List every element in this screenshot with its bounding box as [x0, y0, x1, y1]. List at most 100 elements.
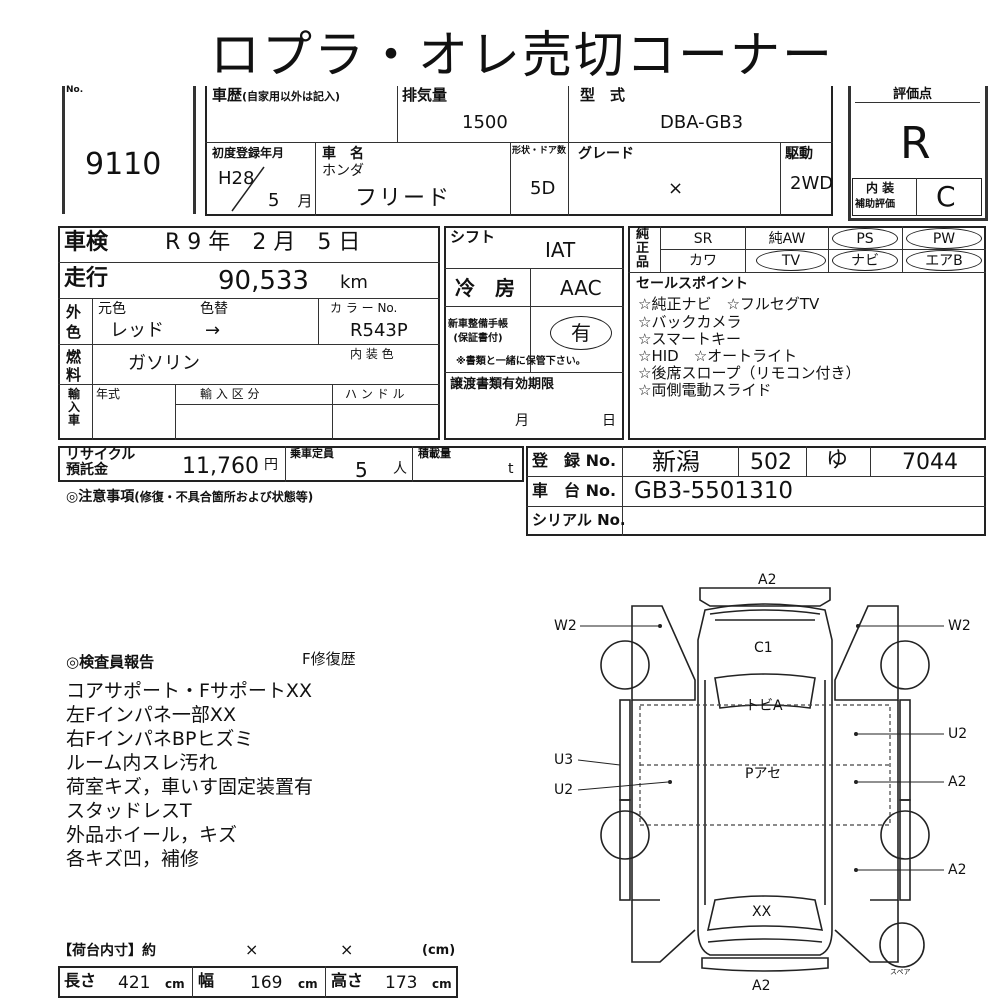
caution-label: ◎注意事項(修復・不具合箇所および状態等)	[66, 489, 314, 505]
first-reg-year: H28	[218, 168, 255, 189]
diagram-spare: スペア	[890, 968, 911, 976]
capacity-value: 5	[355, 458, 368, 482]
car-name-label: 車 名	[322, 146, 364, 162]
equipment-navi: ナビ	[832, 250, 898, 271]
import-type-label: 輸 入 区 分	[200, 387, 260, 401]
first-reg-month: 5 月	[268, 190, 313, 211]
diagram-left-u3: U3	[554, 752, 573, 768]
inspector-line: 荷室キズ，車いす固定装置有	[66, 776, 314, 798]
cargo-length: 421	[118, 973, 151, 993]
shape-label: 形状・ドア数	[512, 146, 567, 156]
fuel-label: 燃料	[66, 348, 82, 384]
diagram-rear: A2	[752, 978, 770, 994]
serial-label: シリアル No.	[532, 511, 626, 529]
cargo-width-unit: cm	[298, 977, 318, 991]
rating-label: 評価点	[893, 87, 933, 102]
registration-class: 502	[750, 450, 792, 475]
transfer-month-unit: 月	[515, 413, 529, 429]
rating-value: R	[900, 118, 931, 169]
mileage-value: 90,533	[218, 266, 309, 296]
history-label: 車歴(自家用以外は記入)	[212, 86, 341, 104]
car-maker: ホンダ	[322, 163, 364, 179]
registration-kana: ゆ	[826, 448, 849, 473]
equipment-label: 純正品	[636, 227, 650, 270]
color-label: 外色	[66, 303, 82, 341]
inspection-label: 車検	[64, 230, 109, 255]
car-name: フリード	[355, 186, 452, 211]
cargo-length-label: 長さ	[64, 971, 97, 990]
sales-point-line: ☆純正ナビ ☆フルセグTV	[638, 295, 820, 313]
stock-number: 9110	[85, 147, 162, 182]
sales-point-line: ☆HID ☆オートライト	[638, 347, 798, 365]
transfer-label: 譲渡書類有効期限	[450, 377, 555, 392]
first-reg-slash	[231, 166, 265, 212]
load-unit: t	[508, 461, 514, 477]
color-orig: レッド	[110, 320, 164, 341]
cargo-height-label: 高さ	[331, 971, 364, 990]
grade-label: グレード	[578, 146, 634, 162]
interior-rating-label: 内 装	[866, 181, 895, 195]
sales-point-line: ☆両側電動スライド	[638, 381, 772, 399]
drive-label: 駆動	[785, 146, 813, 162]
inspector-label: ◎検査員報告	[66, 653, 155, 671]
equipment-tv: TV	[756, 250, 826, 271]
car-damage-diagram: A2 C1 トビA Pアセ XX A2 W2 W2 U3 U2 U2 A2 A2…	[554, 572, 971, 994]
mileage-unit: km	[340, 272, 368, 293]
registration-number: 7044	[902, 450, 958, 475]
first-reg-label: 初度登録年月	[212, 146, 285, 160]
drive-value: 2WD	[790, 173, 834, 194]
sales-point-line: ☆バックカメラ	[638, 313, 742, 331]
interior-rating-value: C	[936, 180, 956, 213]
inspector-line: 外品ホイール，キズ	[66, 824, 238, 846]
cargo-width: 169	[250, 973, 283, 993]
no-label: No.	[66, 85, 84, 95]
recycle-label: リサイクル預託金	[66, 447, 136, 478]
inspection-date: R 9 年 2 月 5 日	[165, 230, 361, 255]
interior-color-label: 内 装 色	[350, 347, 394, 361]
color-orig-label: 元色	[98, 301, 126, 317]
capacity-label: 乗車定員	[290, 447, 334, 460]
shape-value: 5D	[530, 178, 556, 199]
color-arrow: →	[205, 320, 221, 341]
model-label: 型 式	[580, 86, 626, 104]
load-label: 積載量	[418, 447, 451, 460]
diagram-right-a2b: A2	[948, 862, 966, 878]
equipment-sr: SR	[693, 231, 713, 247]
color-code: R543P	[350, 320, 408, 341]
sales-point-line: ☆スマートキー	[638, 330, 741, 348]
import-label: 輸入車	[68, 387, 81, 427]
import-handle-label: ハ ン ド ル	[345, 387, 405, 401]
displacement-label: 排気量	[402, 86, 448, 104]
diagram-floor: Pアセ	[745, 766, 781, 782]
inspector-line: コアサポート・FサポートXX	[66, 680, 312, 702]
transfer-day-unit: 日	[602, 413, 616, 429]
equipment-ps: PS	[832, 228, 898, 249]
equipment-leather: カワ	[689, 253, 717, 269]
chassis-label: 車 台 No.	[532, 481, 617, 500]
inspector-line: 各キズ凹，補修	[66, 848, 200, 870]
page-title: ロプラ・オレ売切コーナー	[210, 26, 834, 84]
inspector-repair: F修復歴	[302, 650, 356, 668]
manual-label: 新車整備手帳(保証書付)	[448, 319, 508, 344]
recycle-value: 11,760	[182, 454, 259, 479]
equipment-aw: 純AW	[768, 231, 806, 247]
diagram-hood: C1	[754, 640, 773, 656]
registration-label: 登 録 No.	[532, 451, 617, 470]
capacity-unit: 人	[393, 461, 407, 477]
inspector-line: スタッドレスT	[66, 800, 192, 822]
color-code-label: カ ラ ー No.	[330, 301, 398, 315]
diagram-roof: トビA	[745, 698, 783, 714]
manual-value: 有	[550, 316, 612, 350]
cargo-height-unit: cm	[432, 977, 452, 991]
color-change-label: 色替	[200, 301, 228, 317]
aircon-value: AAC	[560, 276, 602, 300]
interior-rating-label2: 補助評価	[855, 199, 895, 210]
displacement-value: 1500	[462, 112, 508, 133]
inspector-line: 右FインパネBPヒズミ	[66, 728, 254, 750]
shift-label: シフト	[450, 228, 496, 246]
cargo-x2: ×	[340, 940, 354, 959]
shift-value: IAT	[545, 238, 576, 262]
diagram-left-top: W2	[554, 618, 577, 634]
diagram-right-a2a: A2	[948, 774, 966, 790]
chassis-number: GB3-5501310	[634, 478, 793, 504]
